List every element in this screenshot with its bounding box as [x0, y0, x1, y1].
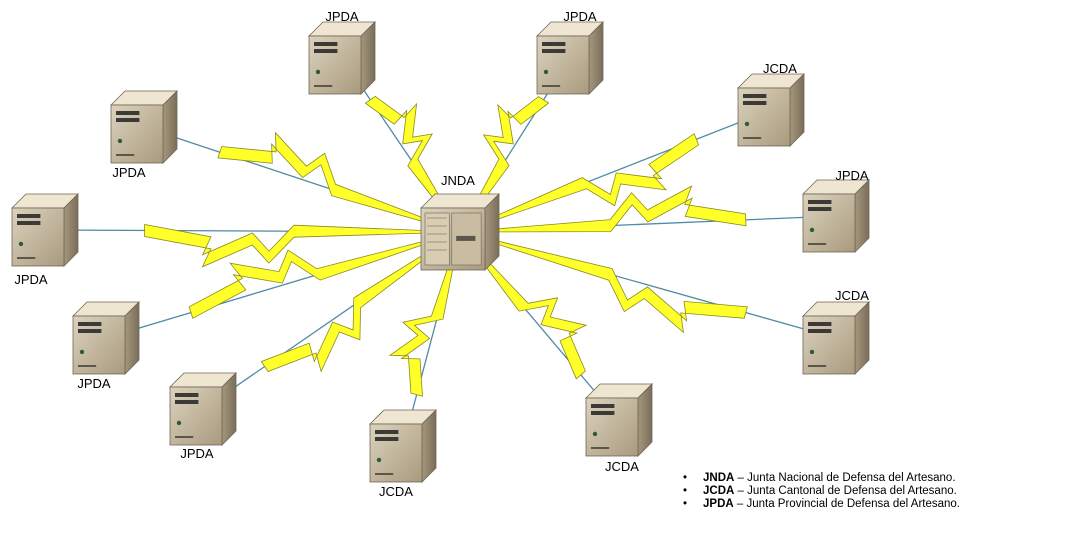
legend: JNDA – Junta Nacional de Defensa del Art…	[683, 472, 960, 511]
lightning-bolt-icon	[459, 231, 588, 380]
legend-item-jpda: JPDA – Junta Provincial de Defensa del A…	[683, 498, 960, 511]
legend-separator: –	[734, 485, 748, 497]
server-tower-icon	[369, 409, 437, 483]
server-tower-icon	[802, 179, 870, 253]
legend-abbr: JNDA	[703, 472, 735, 484]
lightning-bolt-icon	[217, 131, 461, 233]
node-label: JPDA	[77, 376, 111, 391]
lightning-bolt-icon	[388, 231, 461, 397]
nodes-layer: JPDA JPDA JCDA JPDA JCDA JCDA JCDA JPDA JPDA JPDA…	[11, 9, 870, 499]
lightning-bolt-icon	[144, 224, 461, 268]
node-label: JCDA	[605, 459, 639, 474]
node-label: JCDA	[763, 61, 797, 76]
legend-item-jcda: JCDA – Junta Cantonal de Defensa del Art…	[683, 485, 960, 498]
server-tower-icon	[536, 21, 604, 95]
node-label: JPDA	[325, 9, 359, 24]
legend-text: Junta Provincial de Defensa del Artesano…	[746, 498, 961, 510]
legend-abbr: JPDA	[703, 498, 734, 510]
server-tower-icon	[802, 301, 870, 375]
lightning-bolt-icon	[260, 231, 461, 373]
lightning-bolt-icon	[459, 185, 747, 233]
server-tower-icon	[72, 301, 140, 375]
hub-label: JNDA	[441, 173, 475, 188]
server-tower-icon	[585, 383, 653, 457]
server-rack-icon	[420, 193, 500, 271]
node-label: JPDA	[835, 168, 869, 183]
server-tower-icon	[169, 372, 237, 446]
server-tower-icon	[11, 193, 79, 267]
legend-separator: –	[733, 498, 747, 510]
node-label: JPDA	[180, 446, 214, 461]
lightning-bolt-icon	[459, 231, 748, 334]
node-label: JPDA	[563, 9, 597, 24]
lightning-bolt-icon	[459, 133, 700, 233]
server-tower-icon	[308, 21, 376, 95]
legend-abbr: JCDA	[703, 485, 735, 497]
legend-text: Junta Cantonal de Defensa del Artesano.	[747, 485, 957, 497]
server-tower-icon	[737, 73, 805, 147]
node-label: JPDA	[14, 272, 48, 287]
legend-separator: –	[734, 472, 748, 484]
node-label: JPDA	[112, 165, 146, 180]
node-label: JCDA	[835, 288, 869, 303]
lightning-bolt-icon	[188, 231, 461, 319]
server-tower-icon	[110, 90, 178, 164]
legend-item-jnda: JNDA – Junta Nacional de Defensa del Art…	[683, 472, 960, 485]
legend-text: Junta Nacional de Defensa del Artesano.	[747, 472, 956, 484]
node-label: JCDA	[379, 484, 413, 499]
